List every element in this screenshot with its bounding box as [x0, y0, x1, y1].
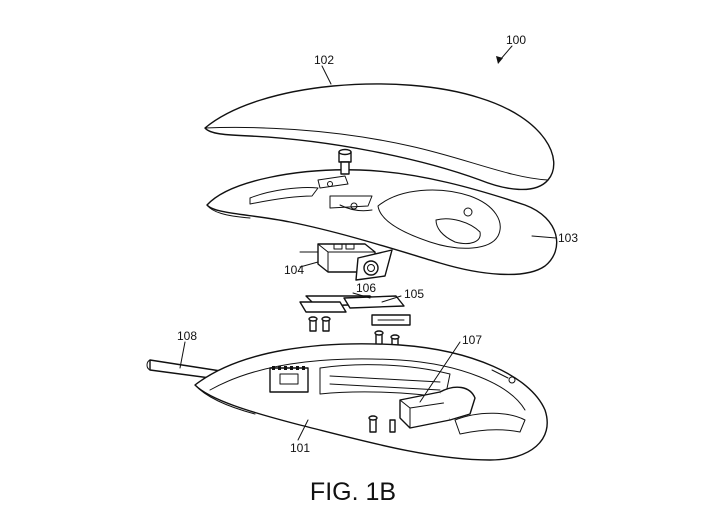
label-assembly: 100: [506, 33, 526, 47]
base: [194, 343, 548, 461]
top-shell: [204, 83, 555, 191]
switch-assembly: [299, 243, 393, 281]
label-plate: 105: [404, 287, 424, 301]
leader-lines: [179, 45, 557, 441]
gasket-and-plate: [299, 295, 411, 326]
label-top-shell: 102: [314, 53, 334, 67]
label-sensor: 107: [462, 333, 482, 347]
figure-caption: FIG. 1B: [310, 478, 396, 506]
internal-frame: [206, 148, 558, 276]
label-cable: 108: [177, 329, 197, 343]
label-base: 101: [290, 441, 310, 455]
label-gasket: 106: [356, 281, 376, 295]
label-internal-frame: 103: [558, 231, 578, 245]
reference-labels: 100 102 103 104 106 105 107 108 101: [177, 33, 578, 455]
label-switch: 104: [284, 263, 304, 277]
